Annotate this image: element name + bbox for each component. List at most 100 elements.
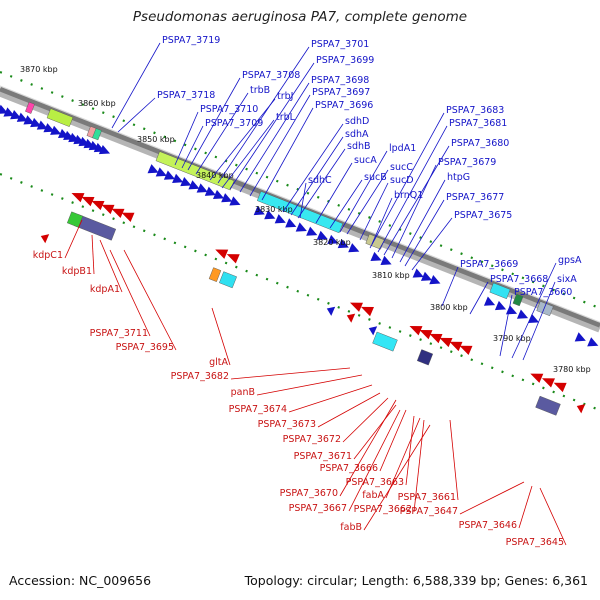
reverse-gene-arrow xyxy=(111,208,125,219)
forward-gene-arrow xyxy=(155,167,167,177)
forward-gene-label: PSPA7_3669 xyxy=(460,259,518,270)
reverse-gene-leader xyxy=(99,239,123,293)
forward-gene-arrow xyxy=(574,332,586,342)
forward-gene-leader xyxy=(346,169,389,235)
kbp-tick-label: 3790 kbp xyxy=(493,334,531,343)
forward-block-mint xyxy=(92,128,102,141)
forward-gene-label: PSPA7_3698 xyxy=(311,75,369,86)
forward-gene-leader xyxy=(290,136,344,216)
reverse-gene-leader xyxy=(288,384,373,413)
forward-gene-arrow xyxy=(527,313,540,324)
forward-gene-label: trbB xyxy=(250,85,270,96)
forward-gene-label: PSPA7_3675 xyxy=(454,210,512,221)
forward-gene-arrow xyxy=(380,255,392,265)
map-title: Pseudomonas aeruginosa PA7, complete gen… xyxy=(132,9,468,25)
reverse-gene-label: kdpB1 xyxy=(62,266,92,277)
forward-gene-leader xyxy=(441,266,459,307)
forward-gene-arrow xyxy=(50,125,62,135)
forward-gene-label: sucD xyxy=(390,175,414,186)
topology-text: Topology: circular; Length: 6,588,339 bp… xyxy=(244,573,588,588)
forward-gene-label: PSPA7_3680 xyxy=(451,138,509,149)
forward-gene-arrow xyxy=(30,117,42,128)
forward-gene-arrow xyxy=(163,170,176,180)
reverse-gene-arrow xyxy=(71,192,85,203)
forward-gene-arrow xyxy=(494,300,507,311)
forward-gene-arrow xyxy=(516,309,529,319)
forward-gene-leader xyxy=(499,294,513,357)
small-marker-arrow xyxy=(576,404,586,414)
reverse-block-navy xyxy=(416,349,434,366)
small-marker-arrow xyxy=(40,234,50,244)
forward-gene-leader xyxy=(399,179,446,263)
reverse-gene-leader xyxy=(64,219,83,259)
forward-gene-arrow xyxy=(98,144,111,155)
forward-gene-label: PSPA7_3660 xyxy=(514,287,572,298)
forward-gene-arrow xyxy=(147,164,159,174)
forward-gene-leader xyxy=(187,77,241,171)
reverse-gene-arrow xyxy=(91,200,105,211)
forward-gene-arrow xyxy=(505,305,518,315)
forward-gene-leader xyxy=(217,46,310,184)
kbp-tick-label: 3870 kbp xyxy=(20,65,58,74)
forward-gene-leader xyxy=(261,107,314,201)
forward-gene-arrow xyxy=(274,214,286,224)
reverse-gene-leader xyxy=(363,424,431,531)
forward-gene-label: PSPA7_3710 xyxy=(200,104,258,115)
forward-gene-leader xyxy=(404,199,445,267)
forward-block-green-box xyxy=(46,108,74,127)
forward-gene-arrow xyxy=(229,196,241,206)
forward-block-green xyxy=(46,108,74,127)
forward-gene-arrow xyxy=(306,226,318,236)
forward-gene-leader xyxy=(297,148,346,219)
reverse-gene-label: PSPA7_3674 xyxy=(229,404,287,415)
reverse-gene-label: PSPA7_3671 xyxy=(294,451,352,462)
reverse-gene-arrow xyxy=(439,337,453,348)
forward-gene-arrow xyxy=(3,107,15,117)
forward-gene-arrow xyxy=(36,120,48,130)
reverse-gene-arrow xyxy=(349,302,363,312)
reverse-gene-leader xyxy=(339,399,397,497)
reverse-gene-leader xyxy=(405,415,415,486)
reverse-block-cyan-box xyxy=(219,271,237,289)
reverse-gene-label: PSPA7_3711 xyxy=(90,328,148,339)
kbp-tick-label: 3800 kbp xyxy=(430,303,468,312)
forward-gene-arrow xyxy=(295,222,307,232)
forward-gene-leader xyxy=(359,182,389,241)
reverse-gene-leader xyxy=(379,409,407,472)
reverse-gene-label: PSPA7_3695 xyxy=(116,342,174,353)
reverse-gene-arrow xyxy=(530,373,544,383)
reverse-gene-leader xyxy=(211,307,231,366)
reverse-block-cyan2 xyxy=(372,331,398,352)
reverse-block-purple2-box xyxy=(535,395,561,416)
forward-gene-arrow xyxy=(221,193,233,203)
forward-gene-label: PSPA7_3701 xyxy=(311,39,369,50)
forward-gene-leader xyxy=(369,112,445,249)
forward-gene-label: trbJ xyxy=(277,91,293,102)
reverse-block-navy-box xyxy=(416,349,434,366)
forward-block-cyan-small-box xyxy=(489,282,511,300)
reverse-block-orange xyxy=(208,267,222,282)
forward-gene-leader xyxy=(229,62,315,190)
backbone-highlight xyxy=(0,85,600,323)
reverse-gene-arrow xyxy=(419,329,433,340)
reverse-gene-label: panB xyxy=(231,387,255,398)
accession-text: Accession: NC_009656 xyxy=(9,573,152,588)
reverse-gene-label: PSPA7_3663 xyxy=(346,477,404,488)
reverse-block-green xyxy=(66,211,84,228)
reverse-gene-leader xyxy=(413,419,425,513)
reverse-gene-label: PSPA7_3672 xyxy=(283,434,341,445)
forward-gene-arrow xyxy=(483,296,496,306)
kbp-tick-label: 3830 kbp xyxy=(255,205,293,214)
forward-gene-arrow xyxy=(370,251,382,262)
forward-gene-label: PSPA7_3709 xyxy=(205,118,263,129)
reverse-gene-leader xyxy=(230,367,351,380)
forward-block-cyan-small xyxy=(489,282,511,300)
reverse-gene-arrow xyxy=(101,204,115,215)
reverse-gene-leader xyxy=(539,487,567,546)
forward-gene-label: gpsA xyxy=(558,255,582,266)
forward-gene-label: PSPA7_3679 xyxy=(438,157,496,168)
reverse-gene-leader xyxy=(353,404,397,460)
forward-gene-leader xyxy=(117,97,156,133)
forward-gene-leader xyxy=(315,162,353,224)
